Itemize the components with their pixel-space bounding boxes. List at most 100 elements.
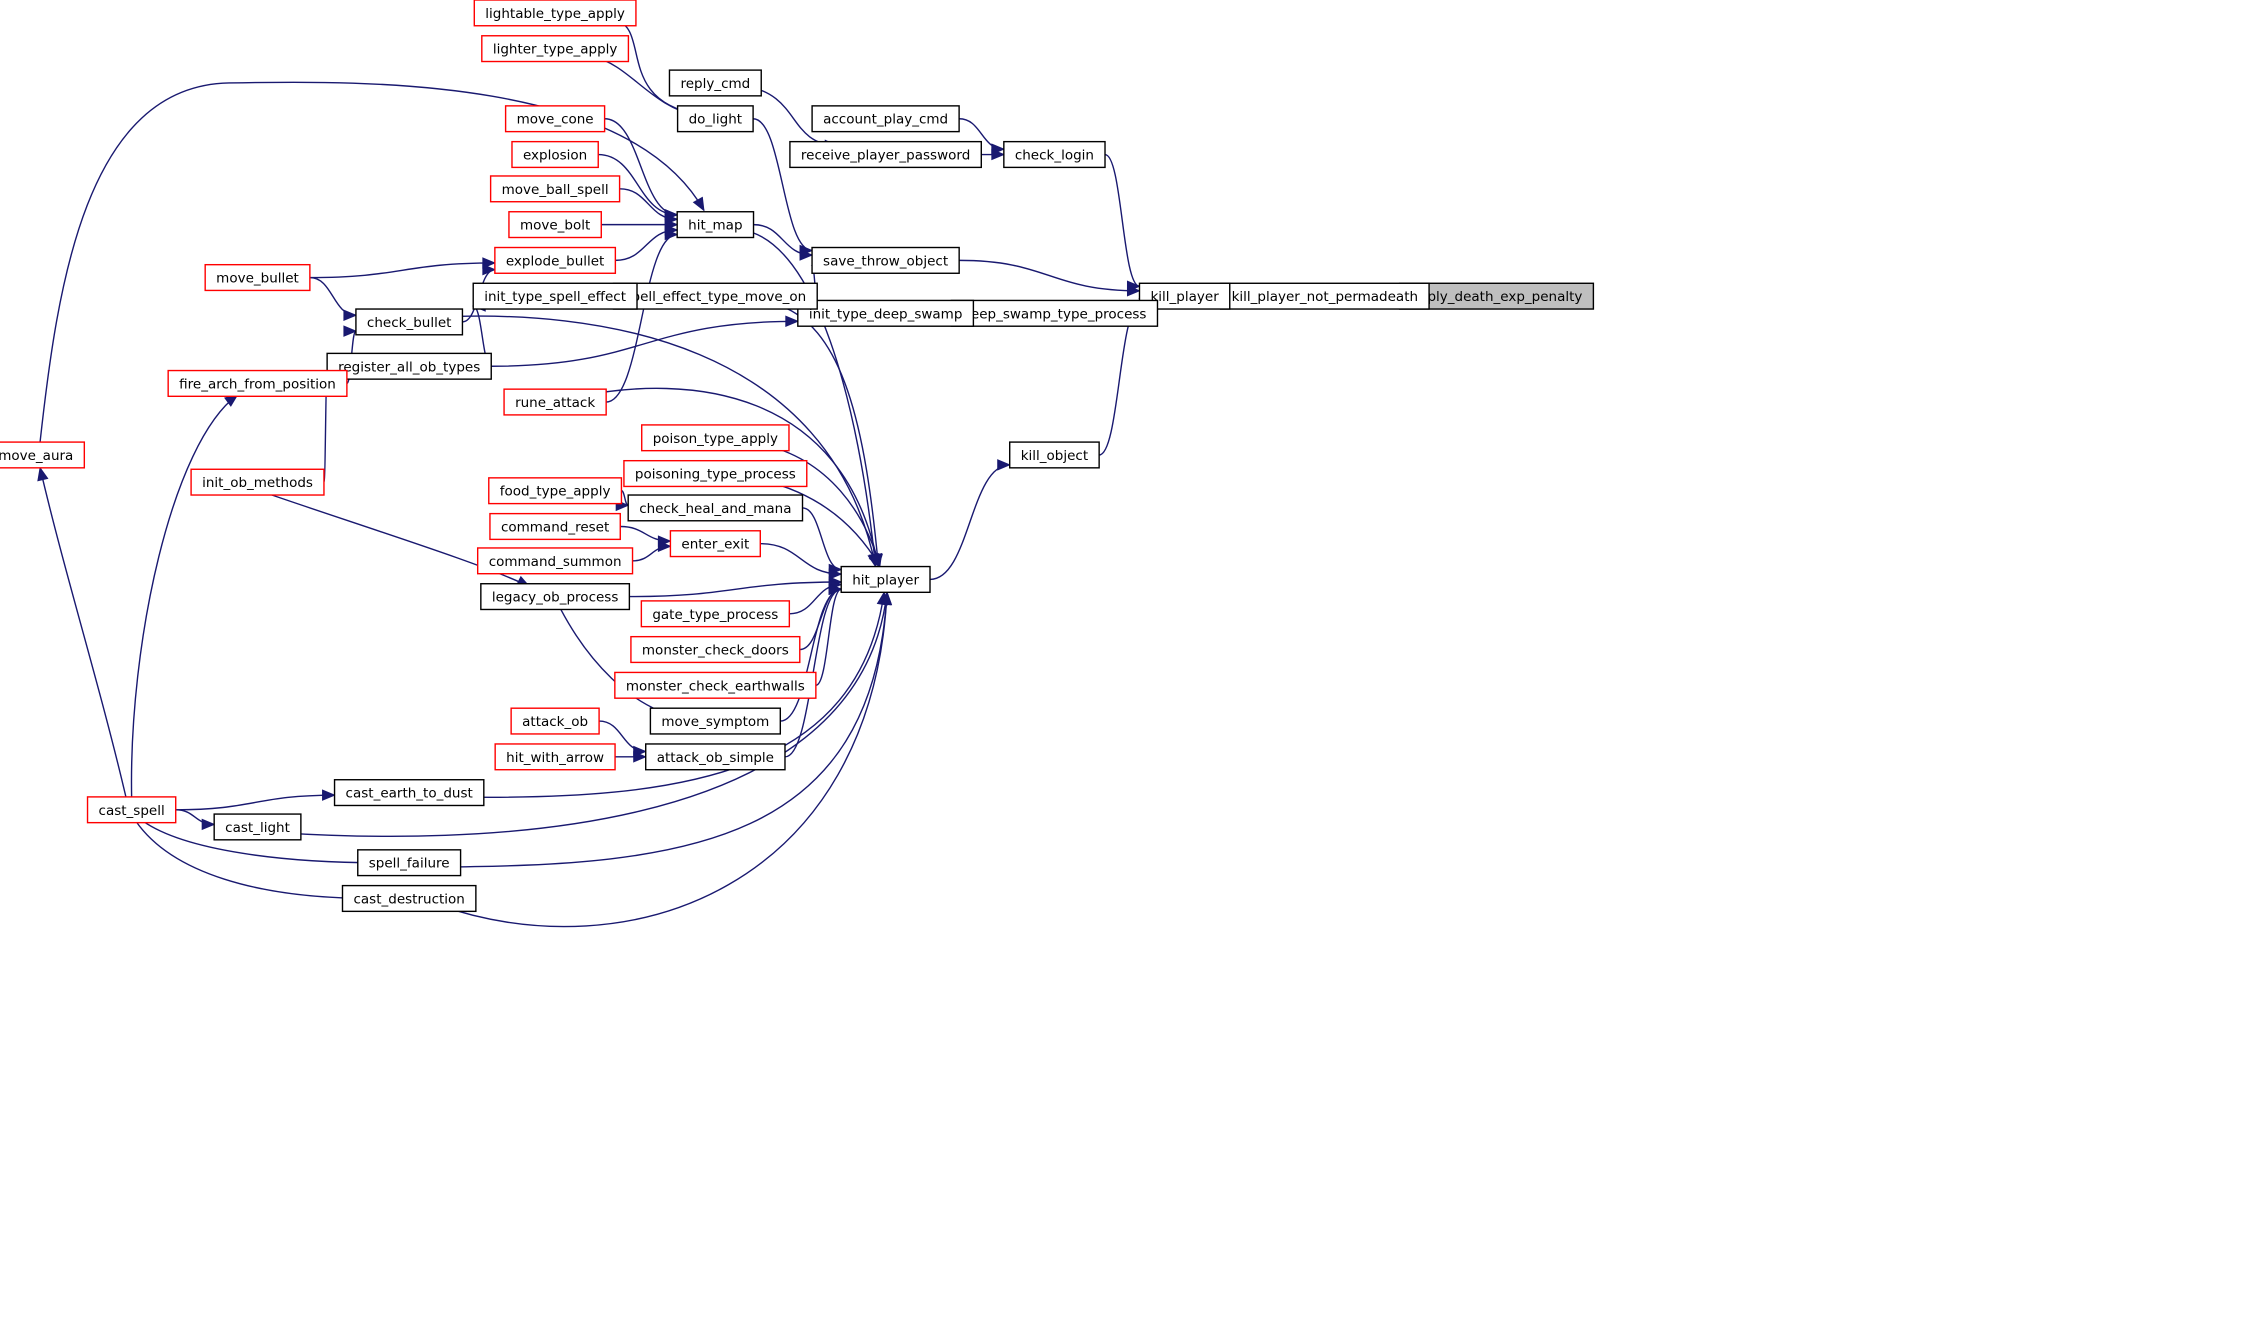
edge-move_bullet-to-check_bullet [309, 276, 358, 322]
node-label: attack_ob [522, 714, 588, 730]
node-box [640, 600, 791, 628]
node-label: register_all_ob_types [338, 359, 480, 375]
node-fire_arch_from_position[interactable]: fire_arch_from_position [167, 369, 348, 398]
node-check_bullet[interactable]: check_bullet [355, 308, 464, 336]
node-box [472, 282, 638, 310]
node-legacy_ob_process[interactable]: legacy_ob_process [480, 583, 631, 611]
node-move_cone[interactable]: move_cone [504, 105, 606, 133]
node-move_aura[interactable]: move_aura [0, 441, 86, 469]
node-move_ball_spell[interactable]: move_ball_spell [489, 175, 621, 203]
node-monster_check_earthwalls[interactable]: monster_check_earthwalls [614, 671, 817, 699]
node-init_type_deep_swamp[interactable]: init_type_deep_swamp [797, 299, 975, 327]
node-box [503, 388, 607, 416]
node-food_type_apply[interactable]: food_type_apply [488, 477, 623, 505]
node-label: move_bullet [216, 271, 299, 287]
node-attack_ob_simple[interactable]: attack_ob_simple [645, 743, 786, 771]
node-label: move_symptom [661, 714, 769, 730]
node-init_type_spell_effect[interactable]: init_type_spell_effect [472, 282, 638, 310]
node-explode_bullet[interactable]: explode_bullet [494, 246, 617, 274]
node-hit_player[interactable]: hit_player [840, 565, 931, 594]
node-label: reply_cmd [680, 76, 750, 92]
node-label: poisoning_type_process [635, 467, 796, 483]
node-box [789, 140, 982, 169]
edge-cast_spell-to-cast_earth_to_dust [175, 789, 336, 811]
node-command_reset[interactable]: command_reset [489, 512, 621, 541]
node-save_throw_object[interactable]: save_throw_object [811, 246, 960, 274]
node-label: init_type_deep_swamp [809, 306, 963, 322]
node-apply_death_exp_penalty[interactable]: apply_death_exp_penalty [1398, 282, 1595, 310]
node-box [489, 175, 621, 203]
node-label: legacy_ob_process [492, 590, 619, 606]
node-label: hit_with_arrow [506, 750, 604, 766]
node-move_bolt[interactable]: move_bolt [508, 211, 602, 239]
node-label: cast_light [225, 820, 290, 836]
node-box [0, 441, 86, 469]
node-box [811, 246, 960, 274]
node-box [480, 583, 631, 611]
edge-rune_attack-to-hit_map [606, 228, 679, 403]
node-gate_type_process[interactable]: gate_type_process [640, 600, 791, 628]
node-box [190, 468, 325, 496]
node-spell_failure[interactable]: spell_failure [357, 849, 462, 877]
node-cast_earth_to_dust[interactable]: cast_earth_to_dust [333, 779, 485, 807]
node-label: kill_object [1021, 448, 1088, 464]
node-poison_type_apply[interactable]: poison_type_apply [641, 424, 790, 452]
node-enter_exit[interactable]: enter_exit [669, 530, 761, 558]
node-check_heal_and_mana[interactable]: check_heal_and_mana [627, 494, 804, 522]
node-box [811, 105, 960, 133]
node-label: hit_player [852, 572, 919, 588]
node-hit_with_arrow[interactable]: hit_with_arrow [494, 743, 616, 771]
node-box [481, 35, 630, 63]
node-reply_cmd[interactable]: reply_cmd [668, 69, 762, 97]
node-spell_effect_type_move_on[interactable]: spell_effect_type_move_on [612, 282, 818, 310]
node-kill_player_not_permadeath[interactable]: kill_player_not_permadeath [1219, 282, 1430, 310]
node-cast_light[interactable]: cast_light [213, 813, 302, 841]
node-explosion[interactable]: explosion [511, 140, 599, 169]
node-lighter_type_apply[interactable]: lighter_type_apply [481, 35, 630, 63]
node-command_summon[interactable]: command_summon [476, 547, 634, 575]
node-attack_ob[interactable]: attack_ob [510, 707, 600, 735]
node-hit_map[interactable]: hit_map [676, 211, 755, 239]
node-rune_attack[interactable]: rune_attack [503, 388, 607, 416]
node-box [669, 530, 761, 558]
node-poisoning_type_process[interactable]: poisoning_type_process [623, 459, 808, 488]
node-label: move_cone [517, 112, 594, 128]
node-box [476, 547, 634, 575]
node-box [1009, 441, 1100, 469]
node-label: spell_effect_type_move_on [624, 289, 806, 305]
node-box [204, 263, 311, 292]
node-check_login[interactable]: check_login [1003, 140, 1106, 169]
node-cast_destruction[interactable]: cast_destruction [341, 884, 477, 913]
node-register_all_ob_types[interactable]: register_all_ob_types [326, 352, 492, 380]
node-label: move_bolt [520, 218, 590, 234]
node-label: command_reset [501, 519, 609, 535]
edge-move_ball_spell-to-hit_map [619, 188, 679, 226]
node-cast_spell[interactable]: cast_spell [86, 796, 177, 824]
node-account_play_cmd[interactable]: account_play_cmd [811, 105, 960, 133]
node-box [489, 512, 621, 541]
node-box [950, 299, 1159, 327]
node-box [355, 308, 464, 336]
node-deep_swamp_type_process[interactable]: deep_swamp_type_process [950, 299, 1159, 327]
edge-move_cone-to-hit_map [604, 118, 679, 221]
nodes-layer: apply_death_exp_penaltykill_player_not_p… [0, 0, 1595, 913]
node-move_bullet[interactable]: move_bullet [204, 263, 311, 292]
edge-receive_player_password-to-check_login [981, 148, 1006, 161]
node-label: rune_attack [515, 395, 595, 411]
edge-legacy_ob_process-to-hit_player [629, 576, 843, 598]
node-lightable_type_apply[interactable]: lightable_type_apply [473, 0, 637, 27]
edge-cast_destruction-to-hit_player [436, 591, 893, 928]
node-receive_player_password[interactable]: receive_player_password [789, 140, 982, 169]
node-init_ob_methods[interactable]: init_ob_methods [190, 468, 325, 496]
node-kill_player[interactable]: kill_player [1138, 282, 1231, 310]
node-monster_check_doors[interactable]: monster_check_doors [630, 635, 801, 664]
node-kill_object[interactable]: kill_object [1009, 441, 1100, 469]
node-label: monster_check_doors [642, 643, 789, 659]
node-label: deep_swamp_type_process [962, 306, 1146, 322]
node-do_light[interactable]: do_light [676, 105, 754, 133]
node-box [511, 140, 599, 169]
node-label: move_aura [0, 448, 73, 464]
node-label: attack_ob_simple [657, 750, 774, 766]
node-move_symptom[interactable]: move_symptom [649, 707, 782, 735]
